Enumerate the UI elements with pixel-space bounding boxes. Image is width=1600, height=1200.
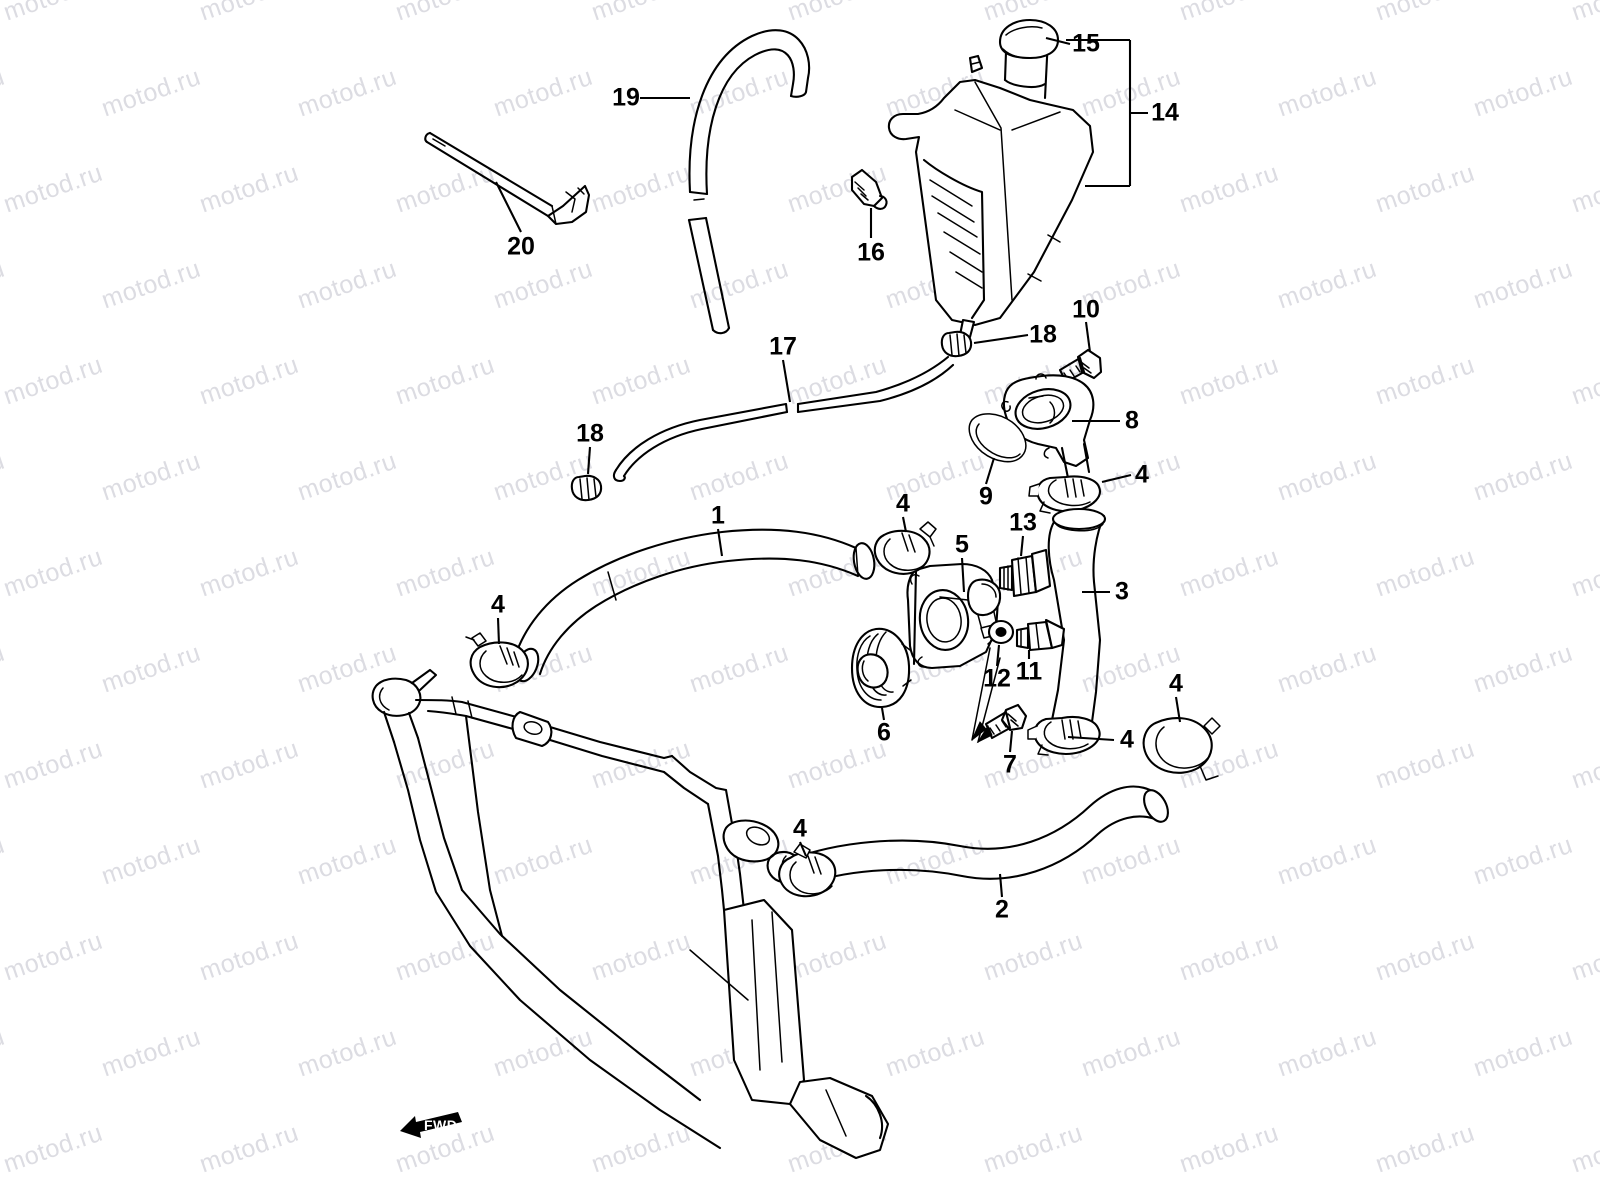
callout-radiator-inlet-hose-1[interactable]: 1 <box>711 501 725 530</box>
callout-reservoir-tank-assembly-14[interactable]: 14 <box>1151 98 1179 127</box>
callout-water-temperature-switch-11[interactable]: 11 <box>1015 657 1043 686</box>
callout-hose-clamp-4[interactable]: 4 <box>896 489 910 518</box>
callout-joint-mounting-bolt-10[interactable]: 10 <box>1072 295 1100 324</box>
callout-water-inlet-joint-8[interactable]: 8 <box>1125 406 1139 435</box>
callout-reservoir-overflow-hose-17[interactable]: 17 <box>769 332 797 361</box>
callout-sensor-washer-12[interactable]: 12 <box>983 664 1011 693</box>
callout-thermostat-case-5[interactable]: 5 <box>955 530 969 559</box>
callout-water-by-pass-hose-3[interactable]: 3 <box>1115 577 1129 606</box>
fwd-orientation-marker: FWD <box>398 1110 464 1140</box>
callout-tank-mounting-bolt-16[interactable]: 16 <box>857 238 885 267</box>
callout-hose-clamp-4[interactable]: 4 <box>793 814 807 843</box>
callout-hose-clamp-4[interactable]: 4 <box>491 590 505 619</box>
callout-radiator-outlet-hose-2[interactable]: 2 <box>995 895 1009 924</box>
callout-hose-clamp-4[interactable]: 4 <box>1169 669 1183 698</box>
callout-hose-clip-18[interactable]: 18 <box>1029 320 1057 349</box>
callout-thermostat-6[interactable]: 6 <box>877 718 891 747</box>
callout-hose-clamp-4[interactable]: 4 <box>1135 460 1149 489</box>
callout-hose-clip-18[interactable]: 18 <box>576 419 604 448</box>
callout-hose-clamp-4[interactable]: 4 <box>1120 725 1134 754</box>
callout-inlet-joint-gasket-9[interactable]: 9 <box>979 482 993 511</box>
callout-wiring-band-clamp-20[interactable]: 20 <box>507 232 535 261</box>
callout-reservoir-tank-cap-15[interactable]: 15 <box>1072 29 1100 58</box>
callout-case-mounting-bolt-7[interactable]: 7 <box>1003 750 1017 779</box>
callout-water-temperature-sensor-13[interactable]: 13 <box>1009 508 1037 537</box>
callout-reservoir-breather-hose-19[interactable]: 19 <box>612 83 640 112</box>
fwd-label: FWD <box>424 1117 458 1133</box>
